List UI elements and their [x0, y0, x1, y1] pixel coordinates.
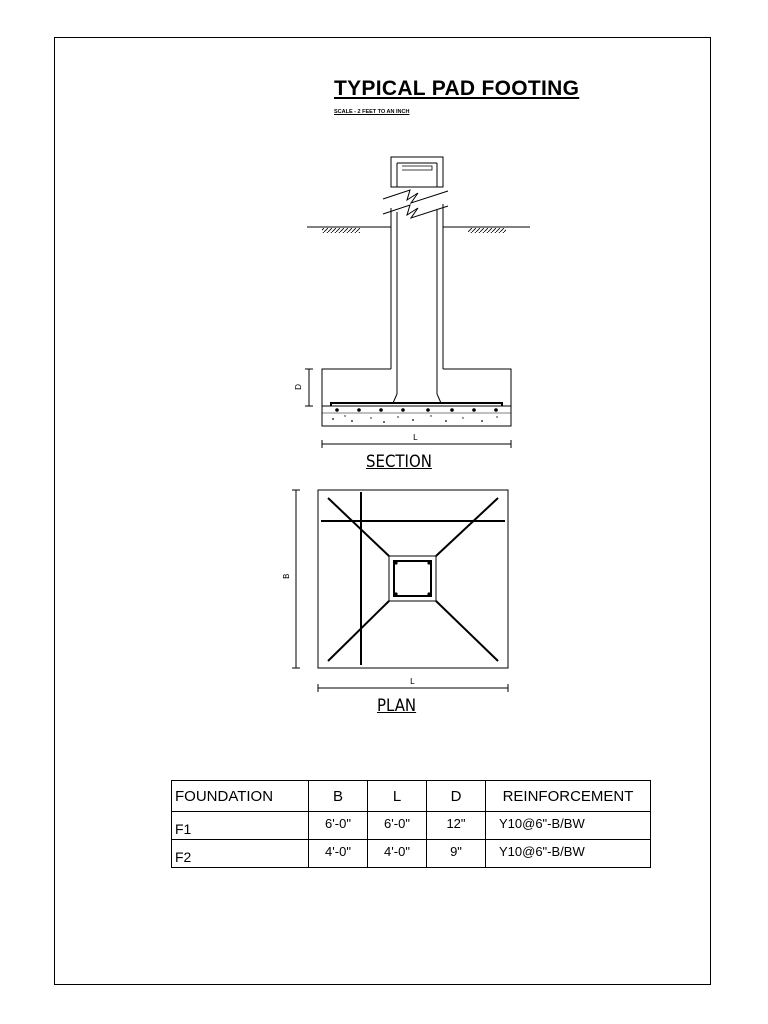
- depth-dim-label: D: [294, 384, 303, 390]
- header-foundation: FOUNDATION: [171, 780, 309, 812]
- row-b: 6'-0": [308, 811, 368, 840]
- depth-dimension: [305, 368, 313, 407]
- scale-note: SCALE - 2 FEET TO AN INCH: [334, 109, 410, 115]
- plan-column-inner: [393, 560, 432, 597]
- plan-column-bars: [394, 561, 431, 596]
- drawing-title: TYPICAL PAD FOOTING: [334, 77, 580, 100]
- row-l: 6'-0": [367, 811, 427, 840]
- schedule-header-row: FOUNDATION B L D REINFORCEMENT: [171, 780, 651, 812]
- concrete-aggregate: [332, 415, 498, 423]
- plan-column-outer: [388, 555, 437, 602]
- sheet-border: [54, 37, 711, 985]
- column-top: [390, 156, 444, 188]
- row-l: 4'-0": [367, 839, 427, 868]
- header-l: L: [367, 780, 427, 812]
- footing-pad: [321, 368, 512, 427]
- plan-caption: PLAN: [377, 696, 417, 716]
- plan-footing-outline: [317, 489, 509, 669]
- foundation-schedule: FOUNDATION B L D REINFORCEMENT F1 6'-0" …: [171, 780, 651, 868]
- header-b: B: [308, 780, 368, 812]
- section-view: D L: [294, 156, 530, 448]
- plan-view: B L: [282, 489, 509, 692]
- row-b: 4'-0": [308, 839, 368, 868]
- plan-reinforcement: [321, 492, 505, 665]
- plan-width-label: L: [410, 677, 415, 686]
- row-d: 12": [426, 811, 486, 840]
- table-row: F1 6'-0" 6'-0" 12" Y10@6"-B/BW: [171, 811, 651, 840]
- plan-width-dimension: [317, 684, 509, 692]
- rebar-dots: [335, 408, 498, 412]
- header-d: D: [426, 780, 486, 812]
- section-width-label: L: [413, 433, 418, 442]
- section-caption: SECTION: [366, 452, 432, 472]
- ground-line: [307, 226, 530, 233]
- header-reinforcement: REINFORCEMENT: [485, 780, 651, 812]
- plan-length-label: B: [282, 574, 291, 580]
- row-d: 9": [426, 839, 486, 868]
- row-reinforcement: Y10@6"-B/BW: [485, 839, 651, 868]
- table-row: F2 4'-0" 4'-0" 9" Y10@6"-B/BW: [171, 839, 651, 868]
- row-reinforcement: Y10@6"-B/BW: [485, 811, 651, 840]
- section-width-dimension: [321, 440, 512, 448]
- bottom-reinforcement: [330, 393, 503, 423]
- row-foundation: F1: [171, 811, 309, 840]
- row-foundation: F2: [171, 839, 309, 868]
- column-shaft: [390, 204, 444, 394]
- column-break-line: [382, 189, 451, 219]
- plan-length-dimension: [292, 489, 300, 669]
